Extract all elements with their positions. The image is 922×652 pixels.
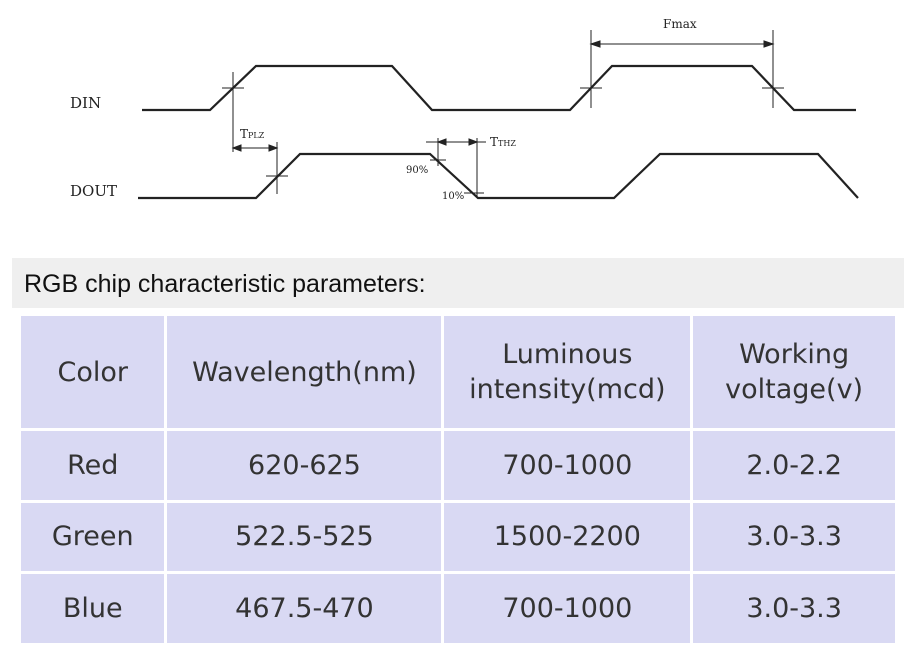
cell-intensity: 700-1000 xyxy=(444,574,691,643)
din-waveform xyxy=(142,64,856,112)
timing-diagram: DIN DOUT Fmax TPLZ TTHZ 90% 10% xyxy=(70,17,859,202)
table-row: Blue 467.5-470 700-1000 3.0-3.3 xyxy=(21,574,895,643)
dout-label: DOUT xyxy=(70,182,117,200)
cell-color: Blue xyxy=(21,574,165,643)
cell-voltage: 3.0-3.3 xyxy=(693,574,895,643)
cell-voltage: 3.0-3.3 xyxy=(693,502,895,572)
cell-color: Green xyxy=(21,502,165,572)
cell-voltage: 2.0-2.2 xyxy=(693,431,895,500)
section-title: RGB chip characteristic parameters: xyxy=(24,270,426,298)
table-row: Green 522.5-525 1500-2200 3.0-3.3 xyxy=(21,502,895,572)
cell-color: Red xyxy=(21,431,165,500)
cell-wavelength: 522.5-525 xyxy=(167,502,442,572)
table-row: Red 620-625 700-1000 2.0-2.2 xyxy=(21,431,895,500)
cell-intensity: 1500-2200 xyxy=(444,502,691,572)
header-color: Color xyxy=(21,316,165,428)
pct-10-label: 10% xyxy=(442,191,464,202)
tthz-label: TTHZ xyxy=(490,135,516,149)
tplz-label: TPLZ xyxy=(240,127,265,141)
cell-wavelength: 620-625 xyxy=(167,431,442,500)
header-wavelength: Wavelength(nm) xyxy=(167,316,442,428)
cell-wavelength: 467.5-470 xyxy=(167,574,442,643)
pct-90-label: 90% xyxy=(406,165,428,176)
din-label: DIN xyxy=(70,94,101,112)
section-header: RGB chip characteristic parameters: xyxy=(12,258,904,308)
dout-waveform xyxy=(138,152,859,200)
fmax-label: Fmax xyxy=(663,17,697,31)
cell-intensity: 700-1000 xyxy=(444,431,691,500)
